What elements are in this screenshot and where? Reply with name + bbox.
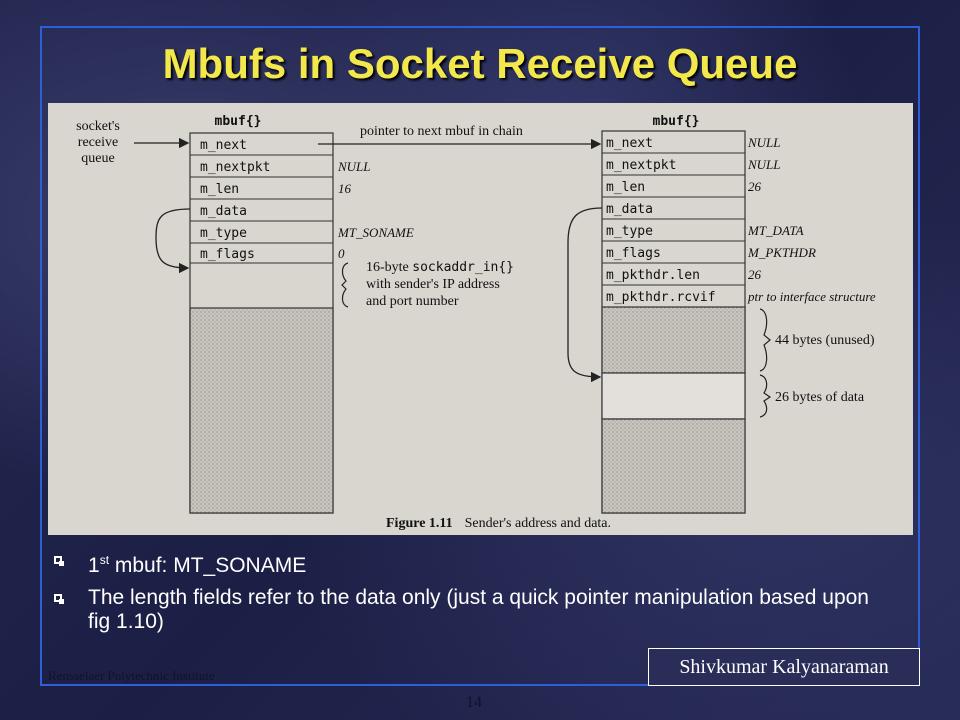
mbuf2-data-area [601, 372, 746, 420]
sockaddr-note-prefix: 16-byte [366, 260, 412, 275]
mbuf2-value-0: NULL [747, 135, 781, 150]
mbuf1-value-2: 16 [338, 181, 352, 196]
mbuf2-field-5: m_flags [606, 246, 661, 261]
mbuf1-field-1: m_nextpkt [200, 160, 270, 175]
page-number: 14 [466, 694, 482, 711]
mbuf2-field-4: m_type [606, 224, 653, 239]
mbuf2-header: mbuf{} [653, 114, 700, 129]
mbuf2-field-1: m_nextpkt [606, 158, 676, 173]
mbuf1-value-4: MT_SONAME [337, 225, 414, 240]
mbuf2-value-7: ptr to interface structure [747, 289, 876, 304]
bullet-box-icon [54, 556, 64, 566]
bullet-1-superscript: st [99, 553, 110, 567]
data-label: 26 bytes of data [775, 390, 865, 405]
sockaddr-note-code: sockaddr_in{} [412, 260, 514, 275]
bullet-1-number: 1 [88, 554, 100, 577]
sockaddr-note-line2: with sender's IP address [366, 277, 500, 292]
mbuf2-field-6: m_pkthdr.len [606, 268, 700, 283]
caption-text: Sender's address and data. [465, 516, 611, 531]
caption-number: Figure 1.11 [386, 516, 453, 531]
mbuf1-unused-area [189, 307, 334, 514]
bullet-item-2: The length fields refer to the data only… [50, 586, 870, 634]
institute-label: Rensselaer Polytechnic Institute [48, 668, 215, 683]
mbuf2-value-5: M_PKTHDR [747, 245, 816, 260]
pointer-label: pointer to next mbuf in chain [360, 124, 523, 139]
mbuf1-field-5: m_flags [200, 247, 255, 262]
brace-unused [759, 308, 771, 372]
mbuf2-field-0: m_next [606, 136, 653, 151]
mbuf2-value-6: 26 [748, 267, 762, 282]
sockaddr-note-line3: and port number [366, 294, 459, 309]
bullet-1-text: mbuf: MT_SONAME [109, 554, 307, 577]
bullet-item-1: 1st mbuf: MT_SONAME [50, 548, 870, 578]
mbuf1-field-3: m_data [200, 204, 247, 219]
figure-caption: Figure 1.11 Sender's address and data. [386, 516, 611, 531]
figure-mbuf-diagram: socket's receive queue mbuf{} m_next m_n… [48, 103, 913, 535]
unused-label: 44 bytes (unused) [775, 333, 875, 348]
mbuf2-field-3: m_data [606, 202, 653, 217]
sockaddr-note-line1: 16-byte sockaddr_in{} [366, 260, 514, 275]
bullet-box-icon [54, 594, 64, 604]
mbuf1-value-5: 0 [338, 246, 345, 261]
mbuf1-field-2: m_len [200, 182, 239, 197]
label-socket-line2: receive [78, 135, 118, 150]
arrow-mbuf1-data [155, 208, 191, 274]
mbuf2-field-7: m_pkthdr.rcvif [606, 290, 716, 305]
mbuf1-field-0: m_next [200, 138, 247, 153]
brace-data [759, 374, 772, 418]
slide-frame [40, 26, 920, 686]
mbuf1-field-4: m_type [200, 226, 247, 241]
mbuf2-value-4: MT_DATA [747, 223, 804, 238]
mbuf2-unused-area [601, 306, 746, 374]
bullet-2-text: The length fields refer to the data only… [88, 586, 869, 633]
mbuf2-value-1: NULL [747, 157, 781, 172]
mbuf1-value-1: NULL [337, 159, 371, 174]
mbuf-diagram-svg: socket's receive queue mbuf{} m_next m_n… [76, 114, 876, 531]
mbuf2-value-2: 26 [748, 179, 762, 194]
mbuf2-field-2: m_len [606, 180, 645, 195]
label-socket-line1: socket's [76, 119, 120, 134]
brace-sockaddr [341, 262, 349, 308]
mbuf1-header: mbuf{} [215, 114, 262, 129]
label-socket-line3: queue [81, 151, 114, 166]
bullet-list: 1st mbuf: MT_SONAME The length fields re… [50, 548, 870, 642]
author-box: Shivkumar Kalyanaraman [648, 648, 920, 686]
mbuf2-tail-area [601, 418, 746, 514]
arrow-mbuf2-data [567, 207, 603, 383]
slide-title: Mbufs in Socket Receive Queue [162, 40, 798, 87]
